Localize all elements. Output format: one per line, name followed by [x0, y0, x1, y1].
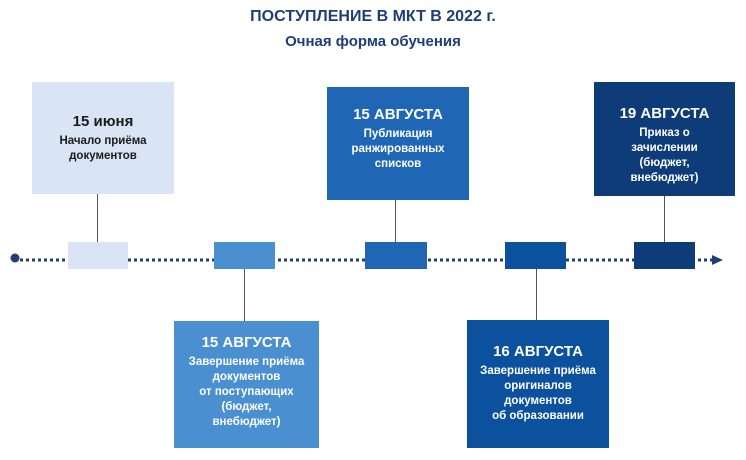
- connector-5: [664, 196, 665, 242]
- event-description: Публикация ранжированных списков: [351, 128, 445, 170]
- timeline-marker-1: [68, 242, 128, 269]
- event-description: Завершение приёма оригиналов документов …: [480, 365, 596, 422]
- timeline-start-dot: [10, 253, 20, 263]
- event-card-august-15-applications: 15 АВГУСТА Завершение приёма документов …: [174, 321, 319, 448]
- event-card-august-16: 16 АВГУСТА Завершение приёма оригиналов …: [467, 320, 609, 448]
- timeline-marker-3: [365, 242, 427, 269]
- page-subtitle: Очная форма обучения: [285, 33, 461, 50]
- event-card-june-15: 15 июня Начало приёма документов: [32, 82, 174, 194]
- connector-2: [244, 269, 245, 321]
- event-description: Завершение приёма документов от поступаю…: [188, 356, 305, 428]
- event-date: 15 АВГУСТА: [201, 334, 292, 351]
- timeline-arrow-head: [712, 255, 723, 265]
- timeline-marker-5: [634, 242, 695, 269]
- connector-3: [395, 200, 396, 242]
- event-description: Приказ о зачислении (бюджет, внебюджет): [630, 127, 699, 184]
- timeline-marker-2: [214, 242, 275, 269]
- event-description: Начало приёма документов: [59, 135, 147, 162]
- event-date: 15 июня: [72, 113, 134, 130]
- connector-4: [536, 269, 537, 320]
- event-card-august-15-lists: 15 АВГУСТА Публикация ранжированных спис…: [327, 87, 469, 200]
- connector-1: [97, 194, 98, 242]
- event-date: 15 АВГУСТА: [353, 106, 443, 123]
- event-card-august-19: 19 АВГУСТА Приказ о зачислении (бюджет, …: [594, 82, 735, 196]
- event-date: 16 АВГУСТА: [493, 343, 583, 360]
- page-title: ПОСТУПЛЕНИЕ В МКТ В 2022 г.: [250, 8, 496, 25]
- timeline-marker-4: [505, 242, 566, 269]
- event-date: 19 АВГУСТА: [619, 105, 710, 122]
